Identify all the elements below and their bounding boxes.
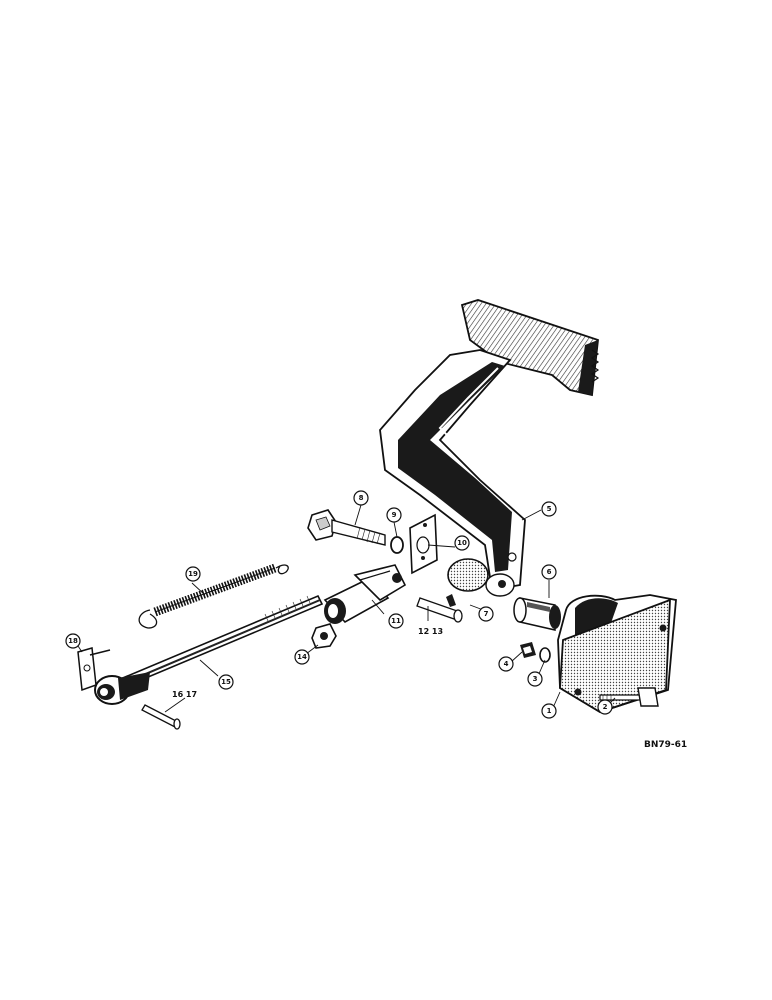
callout-15-label: 15 <box>221 678 231 686</box>
pivot-plate <box>409 513 438 575</box>
clevis-pin <box>416 594 463 623</box>
callout-5: 5 <box>541 501 557 517</box>
cotter-clip <box>77 647 111 692</box>
callout-19-label: 19 <box>188 570 198 578</box>
callout-10: 10 <box>454 535 470 551</box>
callout-7-label: 7 <box>484 610 489 618</box>
callout-8: 8 <box>353 490 369 506</box>
callout-4: 4 <box>498 656 514 672</box>
clevis <box>323 564 407 624</box>
callout-3-label: 3 <box>533 675 538 683</box>
bracket-bolt <box>599 687 659 707</box>
pedal-rod <box>94 594 324 705</box>
pedal-arm <box>379 299 600 597</box>
callout-16-17-label: 16 17 <box>172 690 197 699</box>
bushing <box>513 597 561 631</box>
callout-9: 9 <box>386 507 402 523</box>
return-spring <box>138 563 289 629</box>
callout-1-label: 1 <box>547 707 552 715</box>
callout-3: 3 <box>527 671 543 687</box>
jam-nut <box>311 623 337 649</box>
callout-11: 11 <box>388 613 404 629</box>
washer <box>390 536 404 554</box>
callout-6-label: 6 <box>547 568 552 576</box>
rod-pin <box>141 704 181 730</box>
callout-14-label: 14 <box>297 653 307 661</box>
callout-18: 18 <box>65 633 81 649</box>
callout-8-label: 8 <box>359 494 364 502</box>
callout-7: 7 <box>478 606 494 622</box>
figure-code: BN79-61 <box>644 740 687 750</box>
callout-19: 19 <box>185 566 201 582</box>
callout-6: 6 <box>541 564 557 580</box>
pivot-bolt <box>307 509 386 546</box>
callout-15: 15 <box>218 674 234 690</box>
nut-and-washer <box>520 642 551 663</box>
callout-11-label: 11 <box>391 617 401 625</box>
callout-5-label: 5 <box>547 505 552 513</box>
callout-4-label: 4 <box>504 660 509 668</box>
callout-12-13-label: 12 13 <box>418 627 443 636</box>
callout-14: 14 <box>294 649 310 665</box>
callout-1: 1 <box>541 703 557 719</box>
mounting-bracket <box>557 594 677 713</box>
callout-2: 2 <box>597 699 613 715</box>
callout-18-label: 18 <box>68 637 78 645</box>
callout-9-label: 9 <box>392 511 397 519</box>
callout-16-17: 16 17 <box>172 690 197 699</box>
callout-12-13: 12 13 <box>418 627 443 636</box>
callout-2-label: 2 <box>603 703 608 711</box>
callout-10-label: 10 <box>457 539 467 547</box>
